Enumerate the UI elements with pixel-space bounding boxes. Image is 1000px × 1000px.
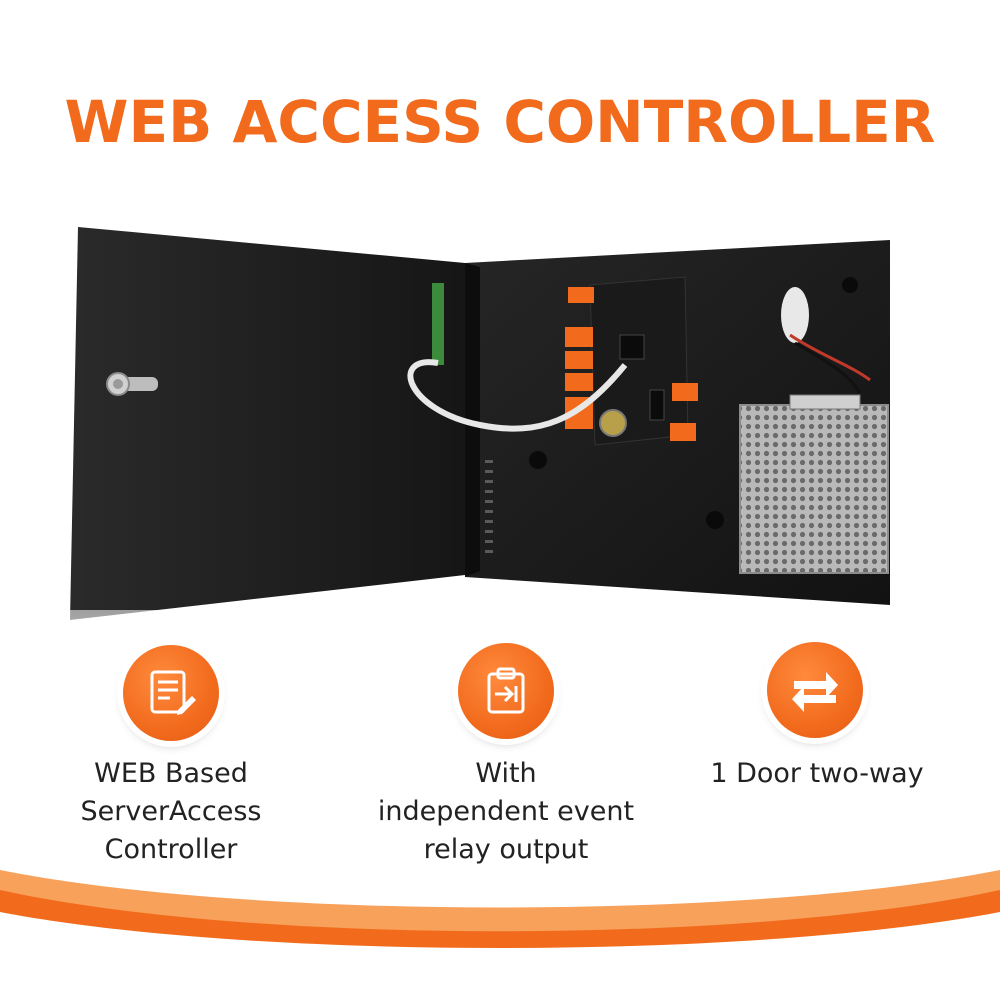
feature-2-line-1: With — [475, 758, 537, 789]
power-supply — [739, 404, 889, 574]
feature-icon-1 — [123, 645, 219, 741]
feature-text-1: WEB Based ServerAccess Controller — [21, 755, 321, 869]
feature-2-line-2: independent event — [377, 796, 635, 827]
feature-1-line-3: Controller — [104, 834, 238, 865]
feature-text-2: With independent event relay output — [356, 755, 656, 869]
feature-2-line-3: relay output — [423, 834, 589, 865]
clipboard-arrow-icon — [487, 667, 525, 714]
feature-3-line-1: 1 Door two-way — [710, 758, 924, 789]
cabinet-door — [70, 227, 465, 620]
bottom-wave-decoration — [0, 870, 1000, 1000]
feature-1-line-2: ServerAccess — [80, 796, 262, 827]
feature-icon-3 — [767, 642, 863, 738]
document-edit-icon — [150, 670, 196, 715]
feature-text-3: 1 Door two-way — [667, 755, 967, 793]
feature-1-line-1: WEB Based — [94, 758, 248, 789]
feature-icon-2 — [458, 643, 554, 739]
two-way-arrows-icon — [792, 672, 838, 712]
lock-icon — [106, 372, 158, 396]
page-title: WEB ACCESS CONTROLLER — [64, 88, 936, 156]
